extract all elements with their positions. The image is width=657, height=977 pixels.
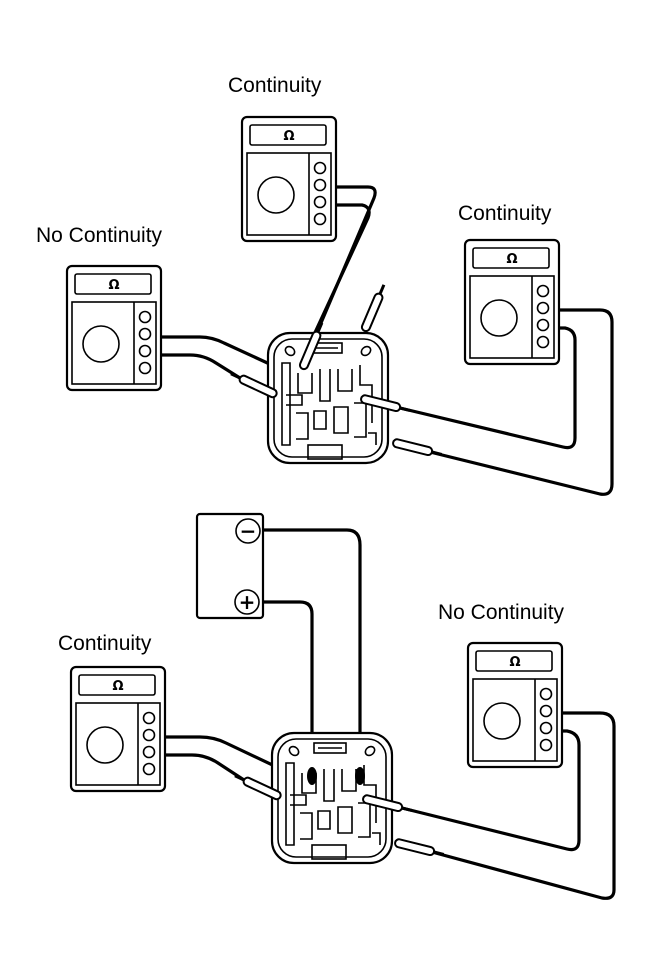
probe-top-right-a (390, 436, 445, 460)
ohm-symbol: Ω (509, 655, 520, 670)
bottom-test-section: No Continuity Continuity − + (58, 512, 616, 900)
battery-positive-terminal (234, 589, 260, 615)
top-test-section: Continuity No Continuity Continuity Ω (36, 74, 614, 496)
meter-bottom-left: Ω (69, 665, 167, 793)
battery-negative-terminal (235, 518, 261, 544)
wire-battery-positive (260, 600, 314, 782)
meter-bottom-right-label: No Continuity (438, 601, 565, 624)
meter-top-center-label: Continuity (228, 74, 322, 97)
meter-bottom-left-label: Continuity (58, 632, 152, 655)
ohm-symbol: Ω (112, 679, 123, 694)
meter-top-left: Ω (65, 264, 163, 392)
meter-bottom-right: Ω (466, 641, 564, 769)
relay-pin-clip-positive (307, 767, 317, 785)
ohm-symbol: Ω (283, 129, 294, 144)
wire-bottom-left-a (155, 735, 347, 799)
minus-icon: − (240, 519, 257, 543)
wire-top-center-a (316, 185, 377, 332)
wire-bottom-left-b (155, 753, 246, 782)
wire-battery-negative (260, 528, 362, 782)
meter-top-left-label: No Continuity (36, 224, 163, 247)
meter-top-right: Ω (463, 238, 561, 366)
wire-top-center-b (304, 203, 371, 354)
meter-top-center: Ω (240, 115, 338, 243)
wire-bottom-right-b (400, 729, 581, 852)
wire-top-right-a (428, 308, 614, 496)
wire-top-right-b (398, 326, 577, 450)
meter-top-right-label: Continuity (458, 202, 552, 225)
plus-icon: + (239, 590, 256, 614)
wire-top-left-a (151, 335, 347, 397)
relay-pin-clip-negative (355, 767, 365, 785)
wire-top-left-b (151, 353, 242, 380)
ohm-symbol: Ω (108, 278, 119, 293)
probe-bottom-right-a (392, 836, 447, 860)
probe-top-center-b (359, 281, 390, 334)
battery: − + (195, 512, 265, 620)
wire-bottom-right-a (430, 711, 616, 900)
ohm-symbol: Ω (506, 252, 517, 267)
